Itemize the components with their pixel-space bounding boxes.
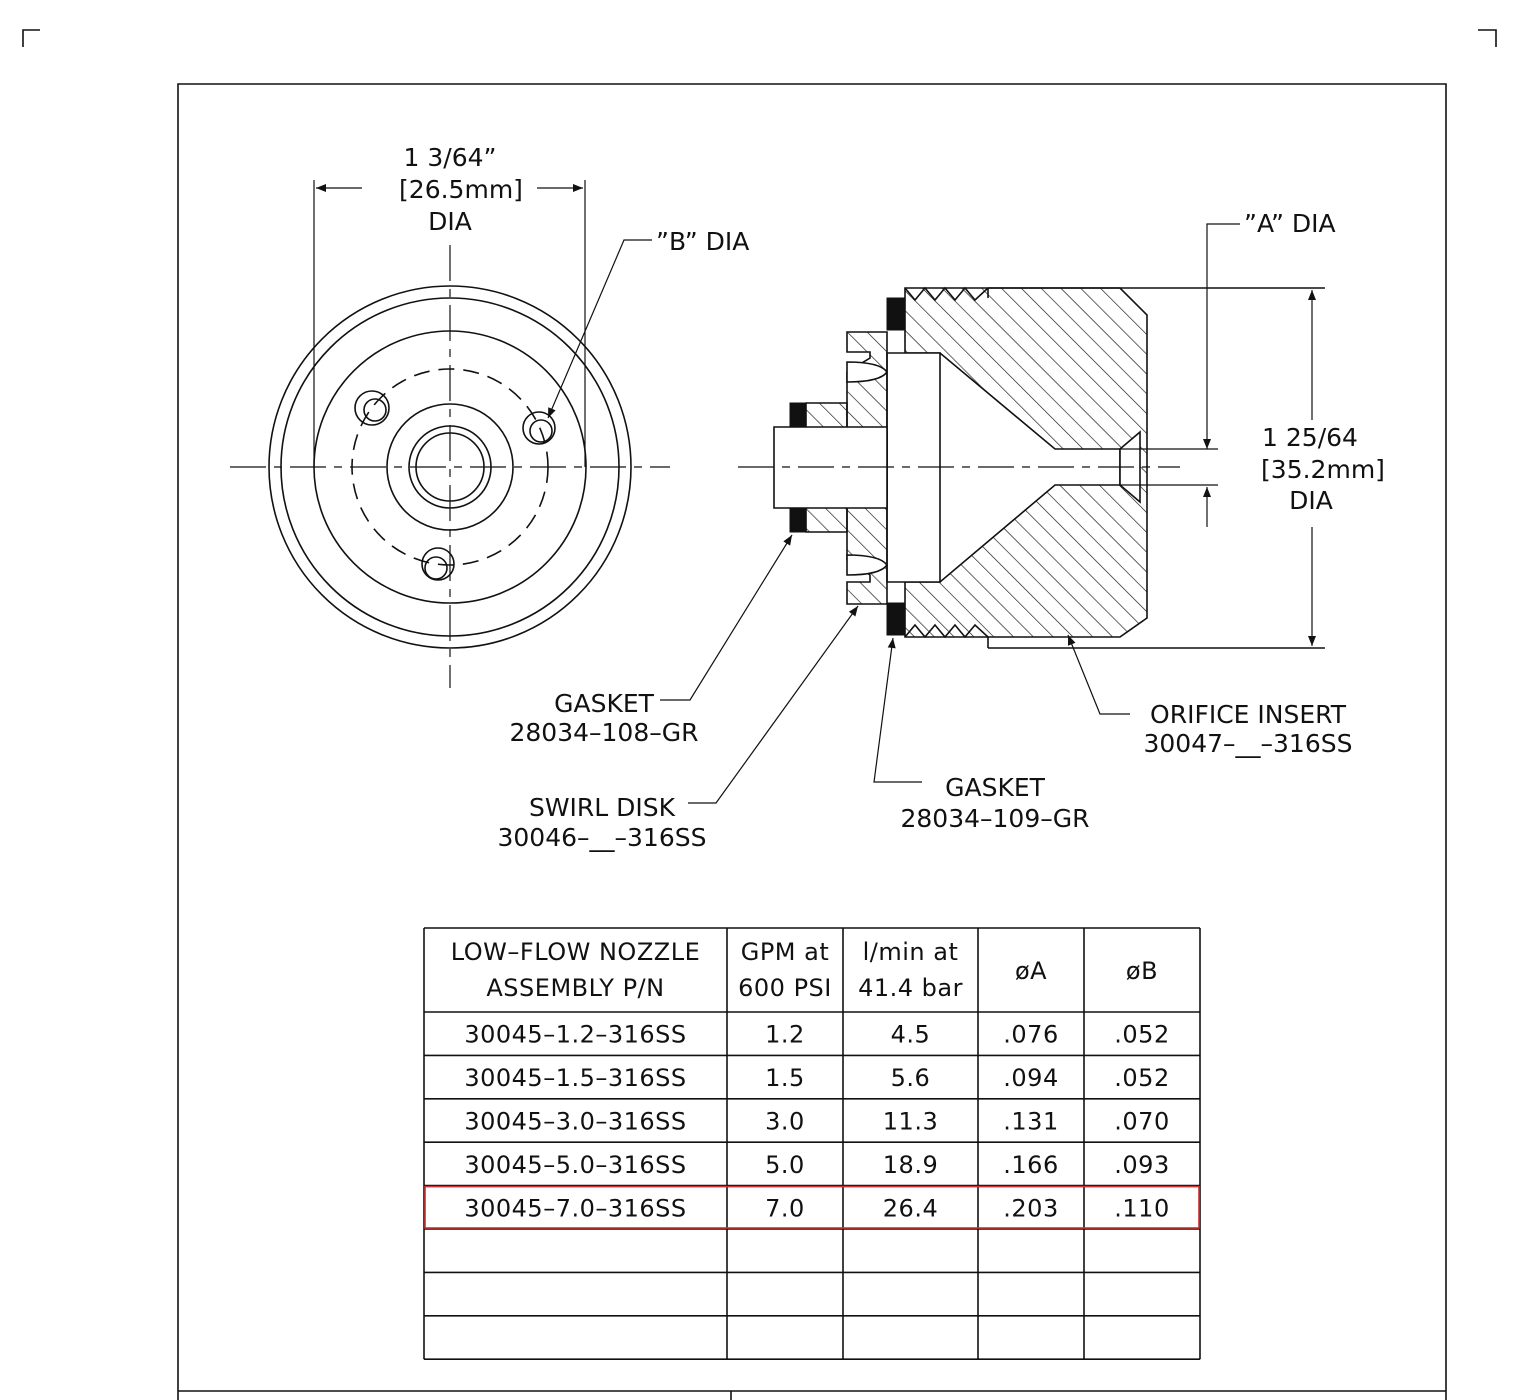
- a-dia-label: ”A” DIA: [1244, 209, 1336, 238]
- swirl-disk-name: SWIRL DISK: [529, 793, 676, 822]
- width-dim-line1: 1 3/64”: [404, 143, 497, 172]
- table-cell: .052: [1114, 1064, 1169, 1092]
- table-cell: 7.0: [765, 1194, 805, 1222]
- nozzle-spec-table: LOW–FLOW NOZZLE ASSEMBLY P/N GPM at 600 PSI…: [423, 927, 1201, 1360]
- table-header-cell: LOW–FLOW NOZZLE: [451, 938, 700, 966]
- table-cell: 11.3: [883, 1108, 938, 1136]
- table-header-cell: 600 PSI: [738, 974, 832, 1002]
- highlighted-row-outline: [424, 1185, 1200, 1229]
- gasket-108-name: GASKET: [554, 689, 655, 718]
- orifice-insert-name: ORIFICE INSERT: [1150, 700, 1347, 729]
- table-header-cell: øB: [1126, 957, 1158, 985]
- table-cell: 30045–7.0–316SS: [464, 1194, 686, 1222]
- table-cell: 1.2: [765, 1021, 805, 1049]
- table-cell: 30045–1.5–316SS: [464, 1064, 686, 1092]
- front-view: [230, 180, 670, 688]
- table-cell: .070: [1114, 1108, 1169, 1136]
- table-cell: 4.5: [891, 1021, 931, 1049]
- table-cell: 30045–5.0–316SS: [464, 1151, 686, 1179]
- table-cell: 26.4: [883, 1194, 938, 1222]
- height-dim-line2: [35.2mm]: [1261, 455, 1385, 484]
- table-cell: .203: [1003, 1194, 1058, 1222]
- swirl-disk-part: 30046–__–316SS: [498, 823, 707, 852]
- table-header-cell: ASSEMBLY P/N: [486, 974, 664, 1002]
- table-header-cell: GPM at: [741, 938, 830, 966]
- gasket-108-part: 28034–108–GR: [510, 718, 699, 747]
- drawing-frame: [177, 83, 1447, 1400]
- table-cell: .094: [1003, 1064, 1058, 1092]
- b-dia-label: ”B” DIA: [656, 227, 749, 256]
- table-cell: 18.9: [883, 1151, 938, 1179]
- gasket-109-part: 28034–109–GR: [901, 804, 1090, 833]
- height-dim-line3: DIA: [1289, 486, 1333, 515]
- width-dim-line3: DIA: [428, 207, 472, 236]
- table-cell: 1.5: [765, 1064, 805, 1092]
- table-cell: .131: [1003, 1108, 1058, 1136]
- table-cell: .093: [1114, 1151, 1169, 1179]
- table-cell: .076: [1003, 1021, 1058, 1049]
- corner-marks: [22, 29, 1497, 47]
- gasket-109-name: GASKET: [945, 773, 1046, 802]
- table-header-cell: øA: [1015, 957, 1047, 985]
- width-dim-line2: [26.5mm]: [399, 175, 523, 204]
- table-cell: 30045–1.2–316SS: [464, 1021, 686, 1049]
- table-header-cell: 41.4 bar: [858, 974, 963, 1002]
- section-view: [660, 223, 1325, 804]
- orifice-insert-part: 30047–__–316SS: [1144, 729, 1353, 758]
- table-cell: 5.6: [891, 1064, 931, 1092]
- table-cell: 30045–3.0–316SS: [464, 1108, 686, 1136]
- table-cell: .052: [1114, 1021, 1169, 1049]
- table-cell: .166: [1003, 1151, 1058, 1179]
- table-cell: 5.0: [765, 1151, 805, 1179]
- height-dim-line1: 1 25/64: [1262, 423, 1358, 452]
- table-cell: 3.0: [765, 1108, 805, 1136]
- table-header-cell: l/min at: [863, 938, 959, 966]
- table-cell: .110: [1114, 1194, 1169, 1222]
